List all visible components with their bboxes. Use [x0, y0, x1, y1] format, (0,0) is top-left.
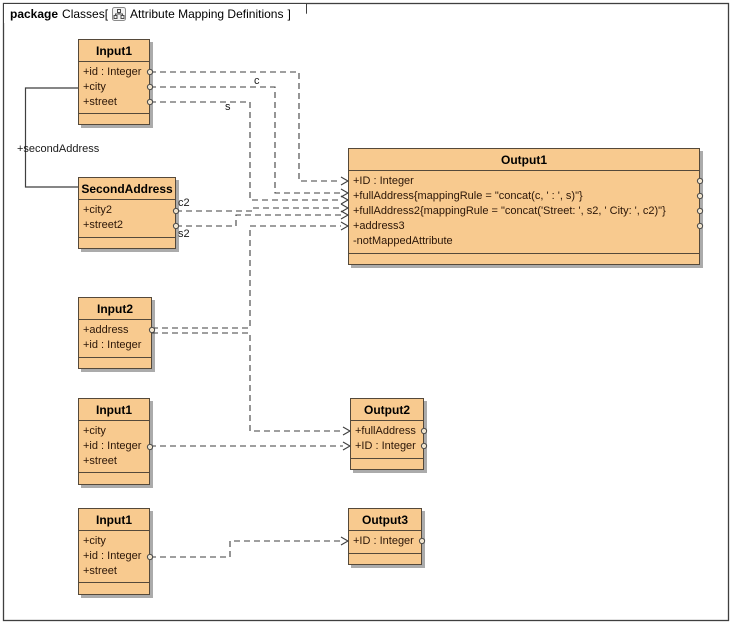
- attribute[interactable]: +street: [83, 455, 117, 467]
- mapping-label-s[interactable]: s: [225, 101, 231, 113]
- association-secondaddress[interactable]: [24, 87, 79, 188]
- arrowhead-icon: [340, 188, 350, 198]
- connector-id-to-ID[interactable]: [150, 71, 341, 182]
- connector-street2-to-fullAddress2[interactable]: [176, 214, 341, 227]
- attribute[interactable]: +address3: [353, 220, 405, 232]
- connector-address-to-output2-fullAddress[interactable]: [152, 332, 343, 432]
- class-title: Input1: [79, 40, 149, 62]
- class-title: Output2: [351, 399, 423, 421]
- attribute[interactable]: +address: [83, 324, 129, 336]
- arrowhead-icon: [340, 210, 350, 220]
- operations-compartment: [351, 459, 423, 469]
- class-title: SecondAddress: [79, 178, 175, 200]
- class-input1-mid[interactable]: Input1 +city +id : Integer +street: [78, 398, 150, 485]
- class-input1-bot[interactable]: Input1 +city +id : Integer +street: [78, 508, 150, 595]
- operations-compartment: [79, 583, 149, 594]
- class-title: Output1: [349, 149, 699, 171]
- class-diagram-icon: [112, 6, 127, 21]
- class-title: Input1: [79, 509, 149, 531]
- attribute[interactable]: +street2: [83, 219, 124, 231]
- class-output1[interactable]: Output1 +ID : Integer +fullAddress{mappi…: [348, 148, 700, 265]
- package-close-bracket: ]: [287, 6, 291, 21]
- attribute[interactable]: -notMappedAttribute: [353, 235, 453, 247]
- operations-compartment: [349, 554, 421, 564]
- arrowhead-icon: [340, 195, 350, 205]
- arrowhead-icon: [340, 176, 350, 186]
- attribute[interactable]: +id : Integer: [83, 66, 142, 78]
- attribute[interactable]: +ID : Integer: [353, 535, 414, 547]
- arrowhead-icon: [340, 536, 350, 546]
- attribute[interactable]: +fullAddress: [355, 425, 416, 437]
- attribute[interactable]: +id : Integer: [83, 440, 142, 452]
- attribute[interactable]: +city: [83, 425, 106, 437]
- arrowhead-icon: [342, 426, 352, 436]
- diagram-title: Attribute Mapping Definitions: [130, 6, 284, 21]
- connector-address-to-address3[interactable]: [152, 225, 341, 329]
- attribute[interactable]: +city: [83, 81, 106, 93]
- attribute[interactable]: +street: [83, 565, 117, 577]
- attribute[interactable]: +ID : Integer: [353, 175, 414, 187]
- connector-city-to-fullAddress[interactable]: [150, 86, 341, 194]
- class-secondaddress[interactable]: SecondAddress +city2 +street2: [78, 177, 176, 249]
- operations-compartment: [349, 254, 699, 264]
- mapping-label-s2[interactable]: s2: [178, 228, 190, 240]
- attribute[interactable]: +city2: [83, 204, 113, 216]
- connector-street-to-fullAddress[interactable]: [150, 101, 341, 201]
- arrowhead-icon: [340, 203, 350, 213]
- operations-compartment: [79, 114, 149, 124]
- attribute[interactable]: +fullAddress2{mappingRule = "concat('Str…: [353, 205, 666, 217]
- arrowhead-icon: [342, 441, 352, 451]
- attribute[interactable]: +city: [83, 535, 106, 547]
- operations-compartment: [79, 358, 151, 368]
- attribute[interactable]: +id : Integer: [83, 550, 142, 562]
- class-title: Input2: [79, 298, 151, 320]
- operations-compartment: [79, 238, 175, 248]
- class-input1-top[interactable]: Input1 +id : Integer +city +street: [78, 39, 150, 125]
- package-context: Classes[: [62, 6, 109, 21]
- attribute[interactable]: +id : Integer: [83, 339, 142, 351]
- package-keyword: package: [10, 6, 59, 21]
- package-frame-tab[interactable]: package Classes[ Attribute Mapping Defin…: [4, 4, 306, 23]
- connector-id-to-output3-ID[interactable]: [150, 540, 341, 558]
- class-title: Input1: [79, 399, 149, 421]
- attribute[interactable]: +ID : Integer: [355, 440, 416, 452]
- class-output3[interactable]: Output3 +ID : Integer: [348, 508, 422, 565]
- class-title: Output3: [349, 509, 421, 531]
- operations-compartment: [79, 473, 149, 484]
- role-label-secondaddress[interactable]: +secondAddress: [17, 143, 100, 155]
- class-output2[interactable]: Output2 +fullAddress +ID : Integer: [350, 398, 424, 470]
- class-input2[interactable]: Input2 +address +id : Integer: [78, 297, 152, 369]
- mapping-label-c2[interactable]: c2: [178, 197, 190, 209]
- attribute[interactable]: +fullAddress{mappingRule = "concat(c, ' …: [353, 190, 583, 202]
- connector-city2-to-fullAddress2[interactable]: [176, 207, 341, 212]
- arrowhead-icon: [340, 221, 350, 231]
- attribute[interactable]: +street: [83, 96, 117, 108]
- mapping-label-c[interactable]: c: [254, 75, 260, 87]
